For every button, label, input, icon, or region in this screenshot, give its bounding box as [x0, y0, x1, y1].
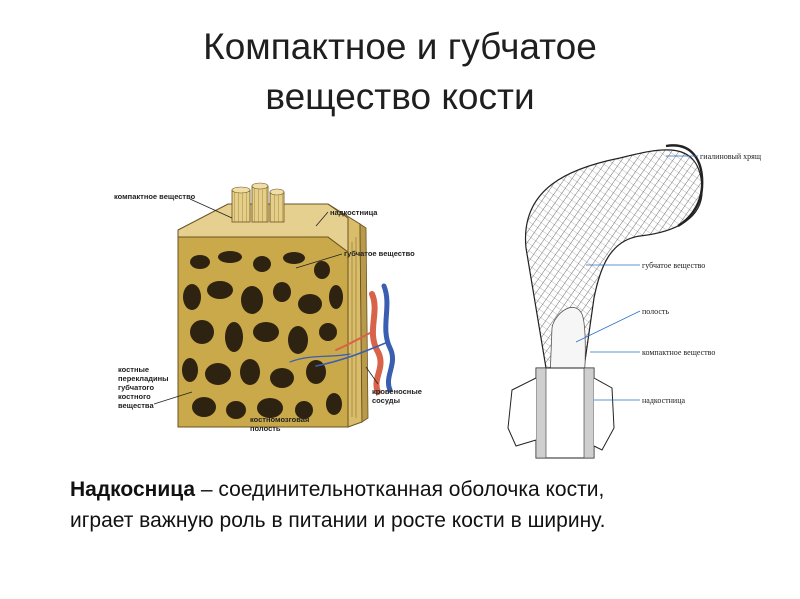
label-spongy-substance-right: губчатое вещество: [642, 261, 705, 270]
caption-term: Надкосница: [70, 478, 196, 501]
svg-text:перекладины: перекладины: [118, 374, 169, 383]
left-pointers: [153, 198, 379, 415]
svg-text:сосуды: сосуды: [372, 396, 400, 405]
svg-text:костномозговая: костномозговая: [250, 415, 309, 424]
label-periosteum: надкостница: [330, 208, 378, 217]
label-compact-substance-right: компактное вещество: [642, 348, 715, 357]
caption-text: Надкосница – соединительнотканная оболоч…: [70, 474, 770, 536]
svg-text:вещества: вещества: [118, 401, 154, 410]
svg-text:костные: костные: [118, 365, 149, 374]
label-cavity: полость: [642, 307, 669, 316]
caption-line-1: Надкосница – соединительнотканная оболоч…: [70, 474, 770, 505]
blood-vessels: [289, 283, 396, 395]
caption-definition: – соединительнотканная оболочка кости,: [195, 478, 605, 501]
svg-text:костного: костного: [118, 392, 151, 401]
svg-text:губчатого: губчатого: [118, 383, 154, 392]
periosteum-layer: [327, 203, 369, 428]
femur-section-illustration: гиалиновый хрящ губчатое вещество полост…: [507, 144, 761, 459]
label-trabeculae: костные перекладины губчатого костного в…: [118, 365, 169, 410]
label-blood-vessels: кровеносные сосуды: [372, 387, 422, 405]
label-compact-substance: компактное вещество: [114, 192, 196, 201]
femur-shaft: [507, 367, 615, 459]
caption-line-2: играет важную роль в питании и росте кос…: [70, 509, 606, 532]
label-spongy-substance: губчатое вещество: [344, 249, 415, 258]
svg-text:кровеносные: кровеносные: [372, 387, 422, 396]
label-periosteum-right: надкостница: [642, 396, 685, 405]
slide-title-line-1: Компактное и губчатое: [203, 26, 597, 67]
svg-text:полость: полость: [250, 424, 281, 433]
spongy-bone-block: [177, 236, 349, 428]
slide-title-line-2: вещество кости: [265, 76, 535, 117]
right-pointers: [575, 155, 698, 401]
slide-title: Компактное и губчатое вещество кости: [0, 22, 800, 122]
compact-bone-layer: [177, 182, 349, 253]
bone-tissue-illustration: компактное вещество надкостница губчатое…: [114, 182, 422, 433]
label-marrow-cavity: костномозговая полость: [250, 415, 309, 433]
label-hyaline-cartilage: гиалиновый хрящ: [700, 152, 761, 161]
